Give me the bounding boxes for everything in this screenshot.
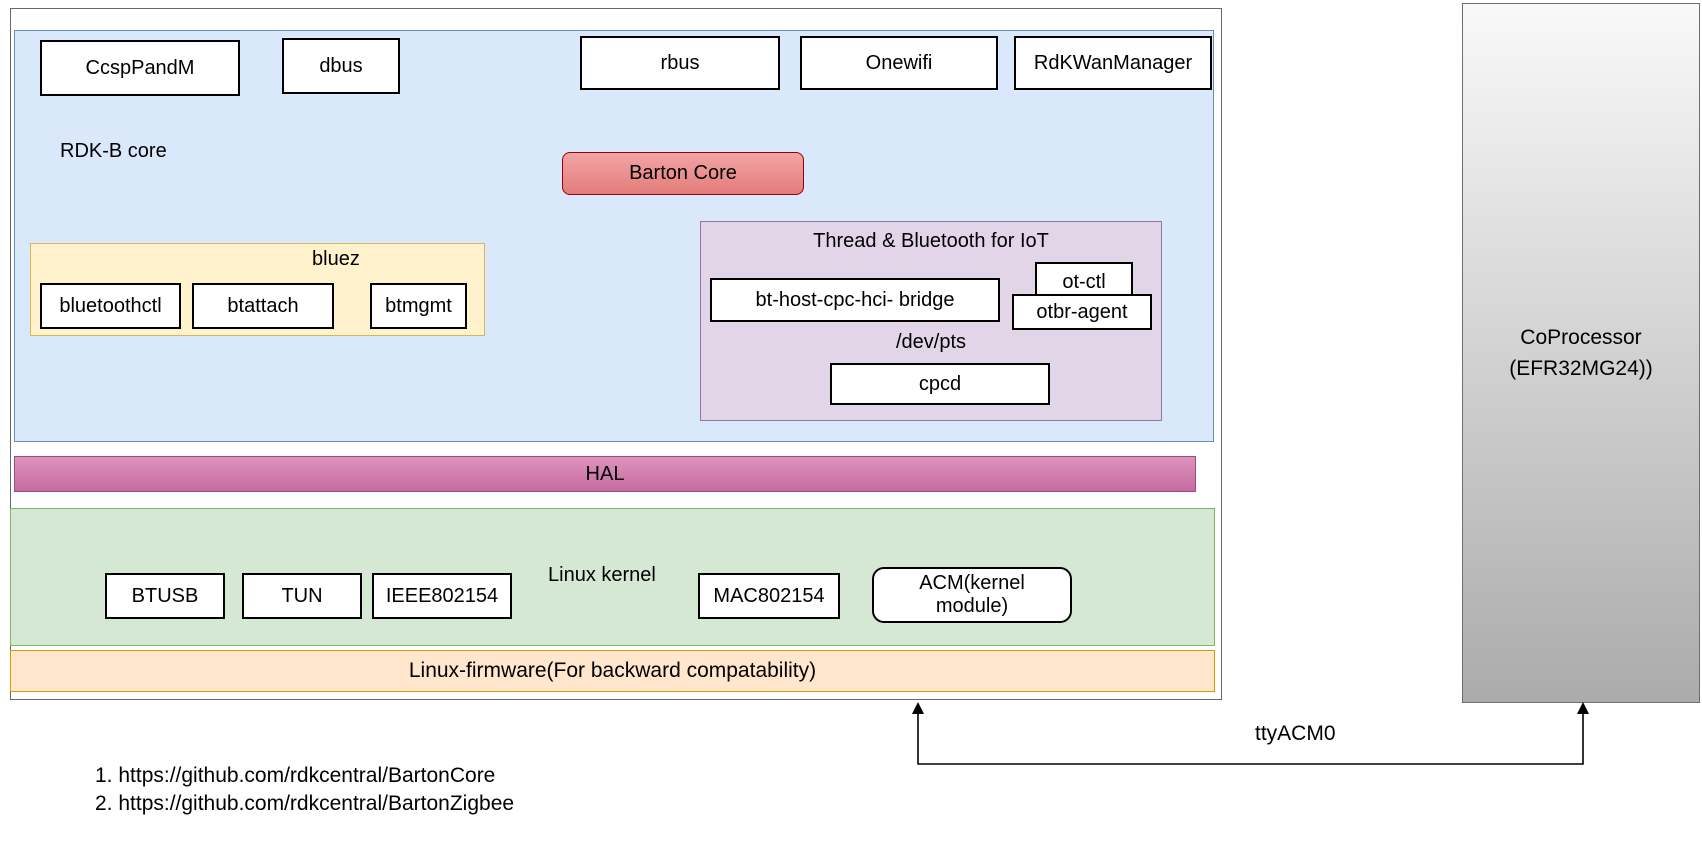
dev-pts-label: /dev/pts	[895, 330, 967, 353]
linux-firmware-bar: Linux-firmware(For backward compatabilit…	[10, 650, 1215, 692]
footnote-barton-core: 1. https://github.com/rdkcentral/BartonC…	[95, 764, 496, 787]
module-mac802154: MAC802154	[698, 573, 840, 619]
module-dbus: dbus	[282, 38, 400, 94]
hal-bar: HAL	[14, 456, 1196, 492]
module-ieee802154: IEEE802154	[372, 573, 512, 619]
arrow-head-left-icon	[912, 702, 924, 714]
module-otbr-agent: otbr-agent	[1012, 294, 1152, 330]
rdkb-core-label: RDK-B core	[60, 140, 167, 162]
module-btusb: BTUSB	[105, 573, 225, 619]
coprocessor-box: CoProcessor (EFR32MG24))	[1462, 3, 1700, 703]
ttyacm0-label: ttyACM0	[1255, 722, 1336, 745]
module-onewifi: Onewifi	[800, 36, 998, 90]
module-tun: TUN	[242, 573, 362, 619]
thread-bluetooth-iot-label: Thread & Bluetooth for IoT	[813, 229, 1049, 252]
module-rbus: rbus	[580, 36, 780, 90]
module-btattach: btattach	[192, 283, 334, 329]
linux-kernel-label: Linux kernel	[548, 564, 656, 586]
module-acm-kernel: ACM(kernel module)	[872, 567, 1072, 623]
module-ccsppandm: CcspPandM	[40, 40, 240, 96]
footnote-barton-zigbee: 2. https://github.com/rdkcentral/BartonZ…	[95, 792, 515, 815]
ttyacm0-connection-arrow	[912, 702, 1589, 765]
module-cpcd: cpcd	[830, 363, 1050, 405]
module-rdkwanmanager: RdKWanManager	[1014, 36, 1212, 90]
bluez-label: bluez	[312, 248, 360, 270]
module-bt-host-cpc-hci-bridge: bt-host-cpc-hci- bridge	[710, 278, 1000, 322]
module-btmgmt: btmgmt	[370, 283, 467, 329]
arrow-head-right-icon	[1577, 702, 1589, 714]
barton-core-box: Barton Core	[562, 152, 804, 195]
module-bluetoothctl: bluetoothctl	[40, 283, 181, 329]
